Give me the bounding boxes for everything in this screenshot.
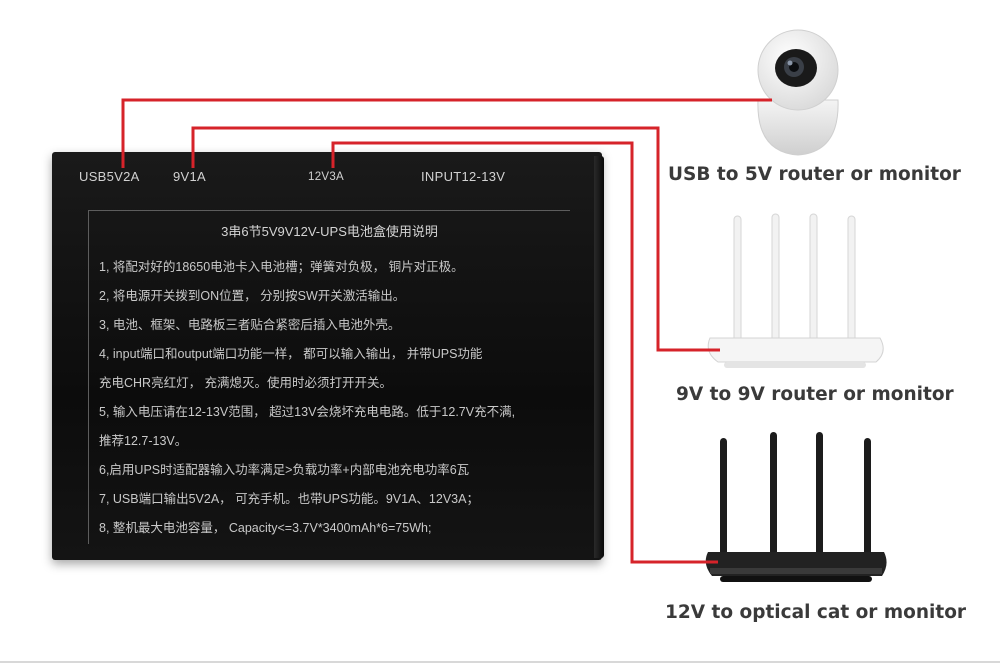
- instruction-line: 充电CHR亮红灯， 充满熄灭。使用时必须打开开关。: [99, 376, 393, 390]
- port-label-9v: 9V1A: [173, 169, 207, 184]
- port-label-12v: 12V3A: [308, 171, 345, 183]
- instruction-line: 1, 将配对好的18650电池卡入电池槽；弹簧对负极， 铜片对正极。: [99, 260, 464, 274]
- instruction-title: 3串6节5V9V12V-UPS电池盒使用说明: [221, 224, 438, 239]
- instruction-line: 6,启用UPS时适配器输入功率满足>负载功率+内部电池充电功率6瓦: [99, 463, 470, 477]
- optical-cat-label: 12V to optical cat or monitor: [665, 602, 967, 623]
- instruction-line: 5, 输入电压请在12-13V范围， 超过13V会烧坏充电电路。低于12.7V充…: [99, 405, 516, 419]
- bottom-divider: [0, 661, 1000, 663]
- instruction-line: 2, 将电源开关拨到ON位置， 分别按SW开关激活输出。: [99, 289, 406, 303]
- router-label: 9V to 9V router or monitor: [676, 384, 954, 405]
- black-router-icon: [705, 432, 887, 582]
- instruction-line: 3, 电池、框架、电路板三者贴合紧密后插入电池外壳。: [99, 318, 401, 332]
- white-router-icon: [707, 213, 884, 368]
- port-label-usb: USB5V2A: [79, 169, 140, 184]
- instruction-line: 推荐12.7-13V。: [99, 434, 188, 448]
- security-camera-icon: [757, 29, 839, 156]
- instruction-panel: 3串6节5V9V12V-UPS电池盒使用说明 1, 将配对好的18650电池卡入…: [88, 210, 570, 544]
- ups-battery-box: USB5V2A 9V1A 12V3A INPUT12-13V 3串6节5V9V1…: [52, 152, 604, 560]
- camera-label: USB to 5V router or monitor: [668, 164, 961, 185]
- instruction-line: 4, input端口和output端口功能一样， 都可以输入输出， 并带UPS功…: [99, 347, 483, 361]
- instruction-line: 7, USB端口输出5V2A， 可充手机。也带UPS功能。9V1A、12V3A；: [99, 492, 479, 506]
- port-label-input: INPUT12-13V: [421, 169, 506, 184]
- instruction-line: 8, 整机最大电池容量， Capacity<=3.7V*3400mAh*6=75…: [99, 521, 432, 535]
